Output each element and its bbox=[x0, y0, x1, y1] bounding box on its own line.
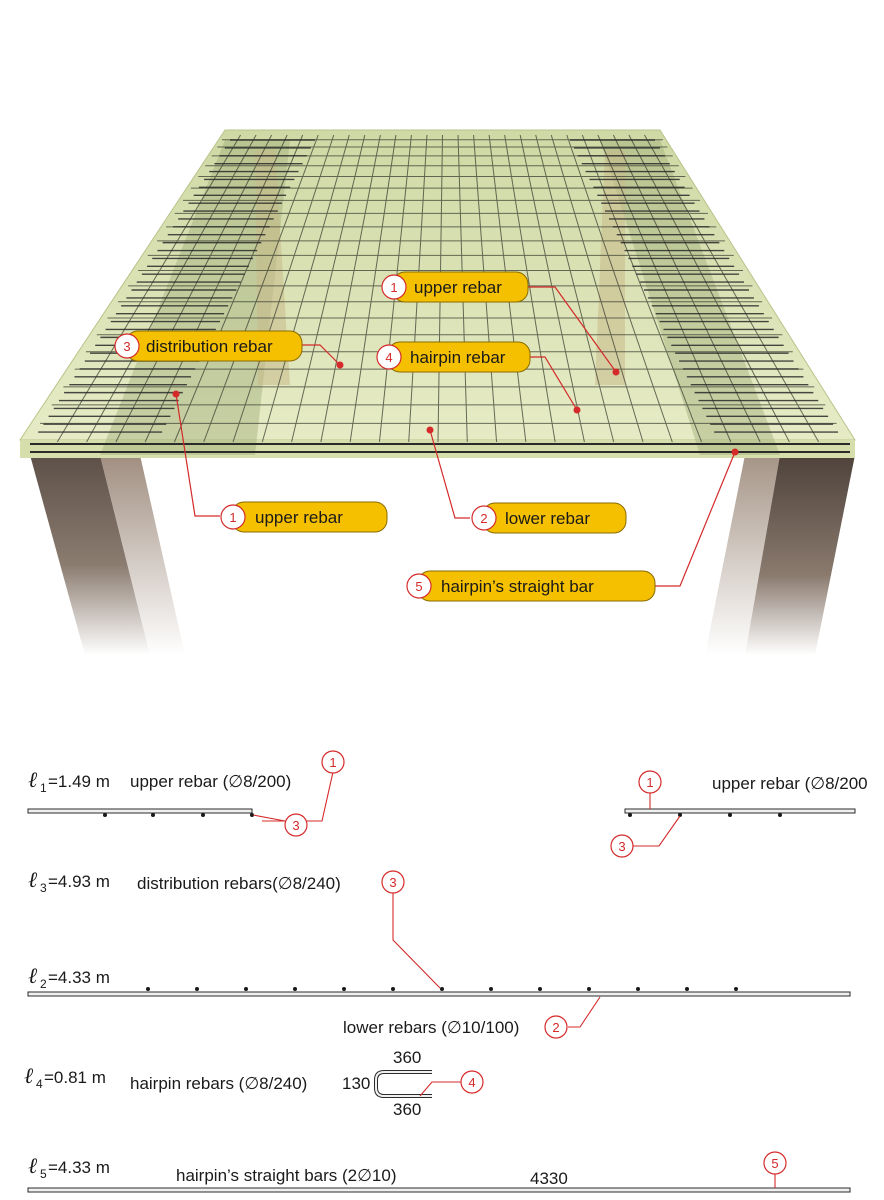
schedule-row-l2: ℓ 2 =4.33 m lower rebars (∅10/100) 2 bbox=[27, 964, 851, 1039]
bar-schedule: ℓ 1 =1.49 m upper rebar (∅8/200) 1 3 upp… bbox=[24, 750, 868, 1193]
callout-number: 4 bbox=[385, 350, 392, 365]
marker-1-right: 1 bbox=[646, 775, 653, 790]
callout-number: 2 bbox=[480, 511, 487, 526]
ell-subscript: 5 bbox=[40, 1167, 47, 1181]
columns bbox=[30, 455, 855, 655]
l1-bar-right bbox=[624, 808, 856, 814]
l1-bar-right-dots bbox=[628, 813, 782, 817]
callout-number: 3 bbox=[123, 339, 130, 354]
ell-symbol: ℓ bbox=[28, 868, 38, 893]
schedule-row-l3: ℓ 3 =4.93 m distribution rebars(∅8/240) … bbox=[28, 868, 441, 989]
callout-lower-rebar: 2 lower rebar bbox=[471, 502, 627, 534]
marker-5: 5 bbox=[771, 1156, 778, 1171]
l5-value: =4.33 m bbox=[48, 1158, 110, 1177]
marker-3-distribution: 3 bbox=[389, 875, 396, 890]
leader-dots bbox=[172, 361, 739, 456]
callout-label: hairpin’s straight bar bbox=[441, 577, 594, 596]
column-left-face-light bbox=[100, 455, 185, 655]
callout-label: lower rebar bbox=[505, 509, 590, 528]
ell-symbol: ℓ bbox=[28, 964, 38, 989]
marker-4: 4 bbox=[468, 1075, 475, 1090]
l5-bar bbox=[27, 1187, 851, 1193]
l4-dim-left: 130 bbox=[342, 1074, 370, 1093]
l1-description-right: upper rebar (∅8/200 bbox=[712, 774, 868, 793]
ell-subscript: 4 bbox=[36, 1077, 43, 1091]
callout-label: hairpin rebar bbox=[410, 348, 506, 367]
callout-distribution-rebar: 3 distribution rebar bbox=[114, 330, 303, 362]
l4-value: =0.81 m bbox=[44, 1068, 106, 1087]
ell-subscript: 3 bbox=[40, 881, 47, 895]
callout-number: 1 bbox=[390, 280, 397, 295]
l2-description: lower rebars (∅10/100) bbox=[343, 1018, 519, 1037]
callout-hairpin-straight-bar: 5 hairpin’s straight bar bbox=[406, 570, 656, 602]
column-left-face-dark bbox=[30, 455, 150, 655]
schedule-row-l4: ℓ 4 =0.81 m hairpin rebars (∅8/240) 360 … bbox=[24, 1048, 484, 1119]
callout-number: 1 bbox=[229, 510, 236, 525]
callout-hairpin-rebar: 4 hairpin rebar bbox=[376, 341, 531, 373]
ell-symbol: ℓ bbox=[28, 1154, 38, 1179]
callout-upper-rebar-top: 1 upper rebar bbox=[381, 271, 529, 303]
marker-2: 2 bbox=[552, 1020, 559, 1035]
l1-description: upper rebar (∅8/200) bbox=[130, 772, 291, 791]
l4-description: hairpin rebars (∅8/240) bbox=[130, 1074, 307, 1093]
l5-dim: 4330 bbox=[530, 1169, 568, 1188]
marker-3: 3 bbox=[292, 818, 299, 833]
schedule-row-l5: ℓ 5 =4.33 m hairpin’s straight bars (2∅1… bbox=[27, 1151, 851, 1193]
l2-value: =4.33 m bbox=[48, 968, 110, 987]
callout-number: 5 bbox=[415, 579, 422, 594]
marker-3-right: 3 bbox=[618, 839, 625, 854]
ell-subscript: 1 bbox=[40, 781, 47, 795]
ell-symbol: ℓ bbox=[24, 1064, 34, 1089]
l3-value: =4.93 m bbox=[48, 872, 110, 891]
callout-label: distribution rebar bbox=[146, 337, 273, 356]
marker-1: 1 bbox=[329, 755, 336, 770]
column-right-face-dark bbox=[745, 455, 855, 655]
l4-dim-bottom: 360 bbox=[393, 1100, 421, 1119]
ell-symbol: ℓ bbox=[28, 768, 38, 793]
callout-label: upper rebar bbox=[414, 278, 502, 297]
schedule-row-l1: ℓ 1 =1.49 m upper rebar (∅8/200) 1 3 upp… bbox=[27, 750, 868, 858]
leader-lines bbox=[175, 286, 736, 587]
l1-value: =1.49 m bbox=[48, 772, 110, 791]
l5-description: hairpin’s straight bars (2∅10) bbox=[176, 1166, 397, 1185]
callout-label: upper rebar bbox=[255, 508, 343, 527]
l2-bar-dots bbox=[146, 987, 738, 991]
l1-bar-left bbox=[27, 808, 253, 814]
column-stub-right bbox=[595, 150, 625, 385]
l3-description: distribution rebars(∅8/240) bbox=[137, 874, 341, 893]
column-stub-left bbox=[255, 150, 290, 385]
l2-bar bbox=[27, 991, 851, 997]
ell-subscript: 2 bbox=[40, 977, 47, 991]
l1-bar-dots bbox=[103, 813, 254, 817]
rebar-mesh bbox=[39, 134, 837, 443]
l4-dim-top: 360 bbox=[393, 1048, 421, 1067]
column-right-face-light bbox=[705, 455, 780, 655]
callout-upper-rebar-bottom: 1 upper rebar bbox=[220, 501, 388, 533]
upper-rebar-bars bbox=[38, 139, 839, 433]
